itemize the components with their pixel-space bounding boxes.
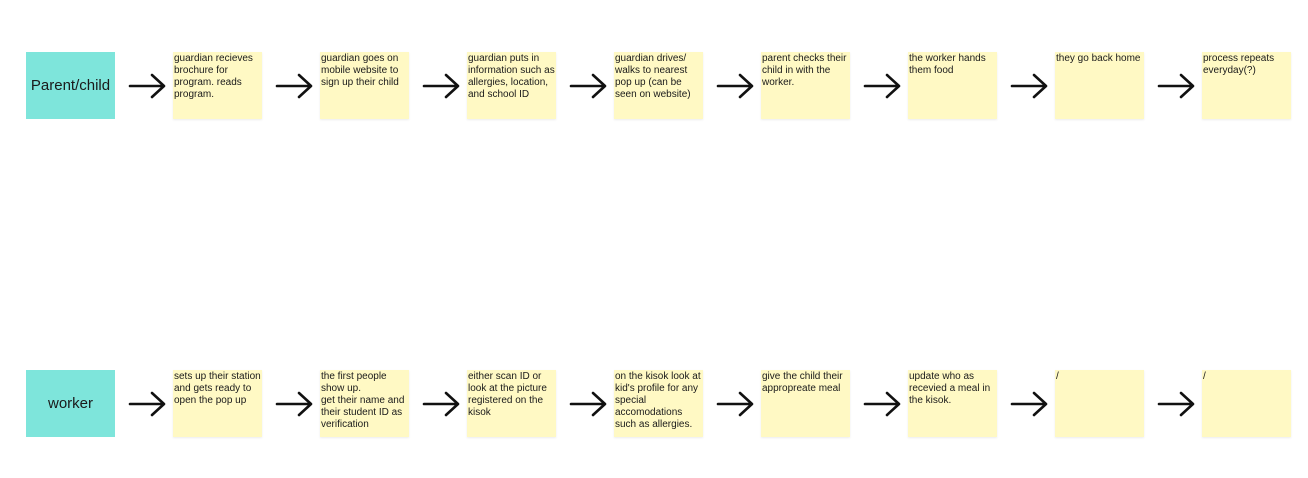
sticky-note[interactable]: sets up their station and gets ready to … — [173, 370, 262, 437]
sticky-note[interactable]: on the kisok look at kid's profile for a… — [614, 370, 703, 437]
sticky-note[interactable]: they go back home — [1055, 52, 1144, 119]
sticky-note[interactable]: give the child their appropreate meal — [761, 370, 850, 437]
sticky-note[interactable]: update who as recevied a meal in the kis… — [908, 370, 997, 437]
row-label-worker: worker — [26, 370, 115, 437]
arrow-right-icon — [716, 390, 756, 418]
arrow-right-icon — [1157, 72, 1197, 100]
arrow-right-icon — [1010, 72, 1050, 100]
sticky-note[interactable]: / — [1055, 370, 1144, 437]
arrow-right-icon — [569, 390, 609, 418]
arrow-right-icon — [1010, 390, 1050, 418]
arrow-right-icon — [275, 72, 315, 100]
arrow-right-icon — [275, 390, 315, 418]
sticky-note[interactable]: guardian goes on mobile website to sign … — [320, 52, 409, 119]
row-label-parent-child: Parent/child — [26, 52, 115, 119]
arrow-right-icon — [422, 72, 462, 100]
sticky-note[interactable]: guardian drives/ walks to nearest pop up… — [614, 52, 703, 119]
arrow-right-icon — [128, 390, 168, 418]
sticky-note[interactable]: the first people show up. get their name… — [320, 370, 409, 437]
sticky-note[interactable]: the worker hands them food — [908, 52, 997, 119]
arrow-right-icon — [863, 72, 903, 100]
sticky-note[interactable]: guardian puts in information such as all… — [467, 52, 556, 119]
sticky-note[interactable]: parent checks their child in with the wo… — [761, 52, 850, 119]
sticky-note[interactable]: process repeats everyday(?) — [1202, 52, 1291, 119]
arrow-right-icon — [569, 72, 609, 100]
arrow-right-icon — [716, 72, 756, 100]
sticky-note[interactable]: guardian recieves brochure for program. … — [173, 52, 262, 119]
arrow-right-icon — [1157, 390, 1197, 418]
arrow-right-icon — [422, 390, 462, 418]
parent-child-row: Parent/child guardian recieves brochure … — [0, 52, 1308, 119]
worker-row: worker sets up their station and gets re… — [0, 370, 1308, 437]
arrow-right-icon — [863, 390, 903, 418]
sticky-note[interactable]: either scan ID or look at the picture re… — [467, 370, 556, 437]
sticky-note[interactable]: / — [1202, 370, 1291, 437]
arrow-right-icon — [128, 72, 168, 100]
